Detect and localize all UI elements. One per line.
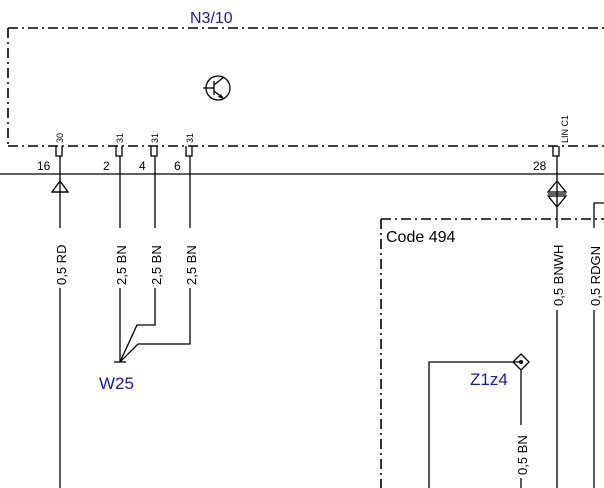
wire-label: 0,5 BNWH: [551, 245, 566, 306]
wire-label: 2,5 BN: [184, 245, 199, 285]
pin-terminal-6: 31 6: [174, 133, 195, 174]
module-boundary: [7, 27, 604, 147]
pin-terminal-28: LIN C1 28: [533, 115, 570, 174]
pin-number: 2: [103, 159, 110, 173]
pin-number: 4: [139, 159, 146, 173]
terminal-label: 31: [185, 133, 195, 143]
transistor-icon: [203, 75, 231, 101]
pin-number: 16: [37, 159, 51, 173]
pin-terminal-16: 30 16: [37, 133, 65, 174]
wire-label: 2,5 BN: [149, 245, 164, 285]
pin-terminal-4: 31 4: [139, 133, 160, 174]
wire-0-5-rd: 0,5 RD: [50, 174, 70, 488]
pin-number: 6: [174, 159, 181, 173]
wire-label: 0,5 RDGN: [588, 246, 603, 306]
terminal-label: 31: [150, 133, 160, 143]
pin-number: 28: [533, 159, 547, 173]
wire-0-5-bnwh: 0,5 BNWH: [546, 174, 568, 488]
wire-label: 0,5 BN: [515, 435, 530, 475]
connector-label: Z1z4: [470, 370, 508, 389]
wire-2-5-bn-pin6: 2,5 BN: [119, 174, 199, 363]
terminal-label: LIN C1: [560, 115, 570, 143]
terminal-label: 31: [115, 133, 125, 143]
wire-label: 0,5 RD: [54, 245, 69, 285]
wire-2-5-bn-pin2: 2,5 BN: [114, 174, 129, 362]
code-box-boundary: [380, 218, 604, 488]
terminal-label: 30: [55, 133, 65, 143]
wire-2-5-bn-pin4: 2,5 BN: [119, 174, 164, 363]
ground-label: W25: [99, 374, 134, 393]
wire-label: 2,5 BN: [114, 245, 129, 285]
wire-0-5-rdgn: 0,5 RDGN: [588, 202, 604, 488]
pin-terminal-2: 31 2: [103, 133, 125, 174]
module-label: N3/10: [190, 10, 233, 27]
connector-z1z4: [428, 353, 530, 488]
code-box-label: Code 494: [386, 229, 455, 246]
